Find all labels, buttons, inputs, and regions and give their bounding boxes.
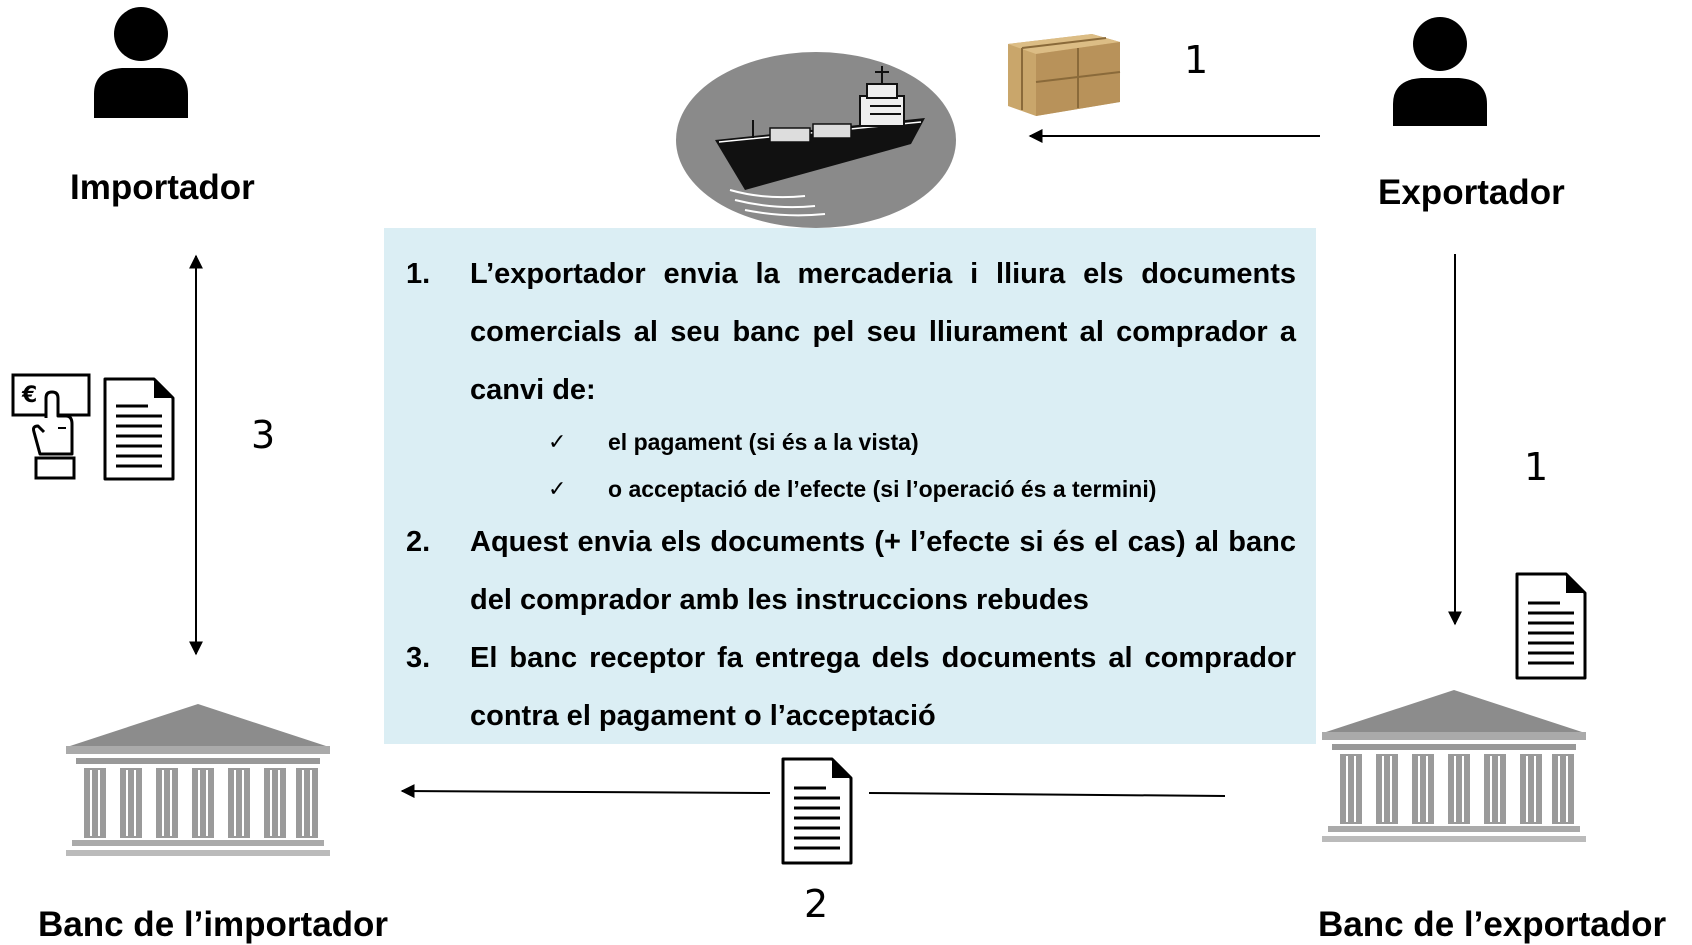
document-icon [781, 757, 853, 865]
flow-number-exporter-to-bank: 1 [1524, 445, 1549, 489]
arrow-bank-to-bank-left [400, 784, 771, 799]
step-3: 3. El banc receptor fa entrega dels docu… [404, 629, 1296, 745]
package-icon [1008, 34, 1121, 116]
step-number: 1. [406, 258, 431, 290]
exporter-bank-building-icon [1322, 690, 1586, 842]
flow-number-importer-bank-to-importer: 3 [251, 413, 276, 457]
step-text: El banc receptor fa entrega dels documen… [470, 642, 1296, 732]
step-1-subitem: ✓ el pagament (si és a la vista) [404, 419, 1296, 466]
importer-bank-building-icon [66, 704, 330, 856]
step-2: 2. Aquest envia els documents (+ l’efect… [404, 513, 1296, 629]
cargo-ship-icon [676, 52, 956, 228]
importer-bank-label: Banc de l’importador [38, 905, 389, 944]
exporter-label: Exportador [1378, 173, 1565, 212]
subitem-text: o acceptació de l’efecte (si l’operació … [608, 476, 1157, 502]
flow-number-exporter-to-ship: 1 [1184, 38, 1209, 82]
subitem-text: el pagament (si és a la vista) [608, 429, 919, 455]
document-icon [1515, 572, 1587, 680]
step-number: 3. [406, 642, 431, 674]
check-mark-icon: ✓ [548, 430, 567, 455]
step-1-subitem: ✓ o acceptació de l’efecte (si l’operaci… [404, 466, 1296, 513]
arrow-bank-to-bank-right [868, 792, 1226, 797]
exporter-person-icon [1393, 17, 1487, 126]
process-steps-box: 1. L’exportador envia la mercaderia i ll… [384, 228, 1316, 744]
step-1: 1. L’exportador envia la mercaderia i ll… [404, 245, 1296, 419]
euro-payment-hand-icon: € [11, 373, 91, 480]
document-icon [103, 377, 175, 481]
importer-label: Importador [70, 168, 255, 207]
step-text: Aquest envia els documents (+ l’efecte s… [470, 526, 1296, 616]
exporter-bank-label: Banc de l’exportador [1318, 905, 1667, 944]
importer-person-icon [94, 7, 188, 118]
flow-number-bank-to-bank: 2 [804, 882, 829, 926]
euro-symbol: € [21, 383, 37, 408]
step-number: 2. [406, 526, 431, 558]
check-mark-icon: ✓ [548, 477, 567, 502]
step-text: L’exportador envia la mercaderia i lliur… [470, 258, 1296, 406]
